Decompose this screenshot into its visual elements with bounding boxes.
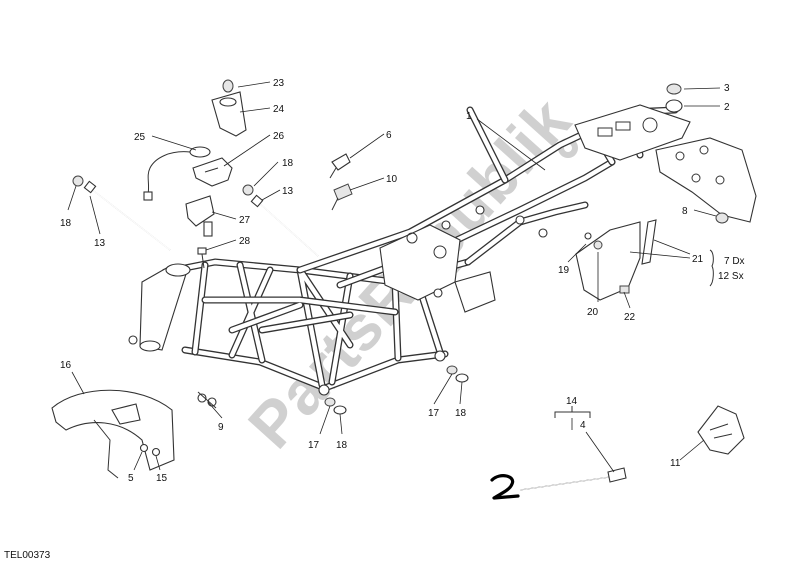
callout-8: 8 bbox=[682, 206, 688, 217]
callout-23: 23 bbox=[273, 78, 285, 89]
nut-3 bbox=[666, 83, 682, 95]
callout-20: 20 bbox=[587, 307, 599, 318]
callout-13-right: 13 bbox=[282, 186, 294, 197]
bolt-10 bbox=[331, 183, 353, 211]
callout-11: 11 bbox=[670, 458, 681, 469]
strip-21 bbox=[641, 219, 657, 265]
callout-18-bottom-right: 18 bbox=[455, 408, 467, 419]
callout-4: 4 bbox=[580, 420, 586, 431]
callout-15: 15 bbox=[156, 473, 168, 484]
nut-22 bbox=[619, 285, 630, 294]
callout-3: 3 bbox=[724, 83, 730, 94]
callout-6: 6 bbox=[386, 130, 392, 141]
callout-18-left: 18 bbox=[60, 218, 72, 229]
callout-9: 9 bbox=[218, 422, 224, 433]
handwritten-mark bbox=[490, 474, 520, 500]
callout-25: 25 bbox=[134, 132, 146, 143]
callout-13-left: 13 bbox=[94, 238, 106, 249]
callout-28: 28 bbox=[239, 236, 251, 247]
callout-18-top: 18 bbox=[282, 158, 294, 169]
rear-panel bbox=[655, 137, 757, 223]
note-12sx: 12 Sx bbox=[718, 271, 744, 282]
sticker-11 bbox=[697, 405, 745, 455]
callout-16: 16 bbox=[60, 360, 72, 371]
callouts: 23 24 25 26 18 13 27 28 18 13 6 10 1 3 2… bbox=[4, 78, 745, 561]
callout-27: 27 bbox=[239, 215, 251, 226]
callout-21: 21 bbox=[692, 254, 704, 265]
rubbers-17-18-left bbox=[324, 397, 347, 415]
bolt-6 bbox=[329, 153, 351, 179]
callout-5: 5 bbox=[128, 473, 134, 484]
rubber-8 bbox=[715, 212, 729, 224]
cable-14 bbox=[519, 406, 627, 491]
leader-lines bbox=[67, 81, 721, 473]
front-mudguard-16 bbox=[51, 389, 175, 479]
callout-2: 2 bbox=[724, 102, 730, 113]
callout-14: 14 bbox=[566, 396, 578, 407]
sensor-27 bbox=[185, 195, 215, 237]
clamp-9 bbox=[197, 391, 217, 409]
callout-17-right: 17 bbox=[428, 408, 440, 419]
cover-24 bbox=[211, 91, 247, 137]
callout-22: 22 bbox=[624, 312, 636, 323]
cap-23 bbox=[222, 79, 234, 93]
screws-5-15 bbox=[139, 443, 161, 457]
side-panel bbox=[575, 221, 641, 301]
callout-18-bottom-left: 18 bbox=[336, 440, 348, 451]
bracket-26 bbox=[192, 157, 233, 187]
callout-19: 19 bbox=[558, 265, 570, 276]
callout-17-left: 17 bbox=[308, 440, 320, 451]
side-bracket bbox=[709, 249, 714, 287]
diagram-code: TEL00373 bbox=[4, 550, 51, 561]
rubber-2 bbox=[665, 99, 683, 113]
bolt-13-right bbox=[242, 184, 319, 257]
note-7dx: 7 Dx bbox=[724, 256, 745, 267]
callout-10: 10 bbox=[386, 174, 398, 185]
callout-24: 24 bbox=[273, 104, 285, 115]
main-frame bbox=[128, 104, 691, 396]
screw-28 bbox=[197, 247, 207, 269]
callout-1: 1 bbox=[466, 111, 472, 122]
callout-26: 26 bbox=[273, 131, 285, 142]
bolt-13-left bbox=[72, 175, 171, 251]
rubbers-17-18-right bbox=[446, 365, 469, 383]
